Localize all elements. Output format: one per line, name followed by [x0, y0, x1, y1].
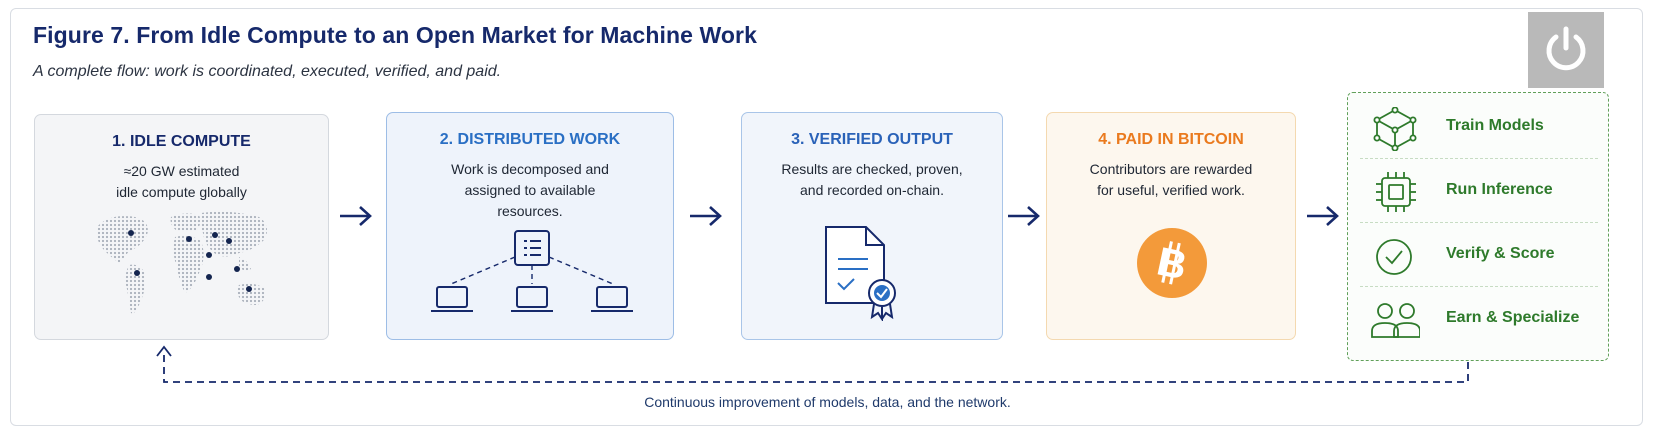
chip-icon: [1376, 172, 1416, 212]
stage-verified-output: 3. VERIFIED OUTPUT Results are checked, …: [741, 112, 1003, 340]
stage-line: ≈20 GW estimated: [123, 163, 240, 179]
flow-arrow-1: [340, 206, 372, 226]
stage-description: Results are checked, proven, and recorde…: [750, 159, 994, 201]
certified-document-icon: [825, 226, 896, 321]
cube-network-icon: [1373, 107, 1417, 151]
flow-arrow-4: [1307, 206, 1339, 226]
outcome-earn-specialize: Earn & Specialize: [1360, 287, 1598, 353]
stage-heading: 2. DISTRIBUTED WORK: [439, 131, 621, 148]
outcome-label: Verify & Score: [1446, 245, 1555, 262]
stage-line: idle compute globally: [116, 184, 247, 200]
divider: [1360, 286, 1598, 287]
outcomes-panel: Train Models Run Inference Verify & Scor…: [1347, 92, 1609, 361]
stage-distributed-work: 2. DISTRIBUTED WORK Work is decomposed a…: [386, 112, 674, 340]
divider: [1360, 222, 1598, 223]
feedback-caption: Continuous improvement of models, data, …: [644, 394, 1011, 410]
outcome-label: Earn & Specialize: [1446, 309, 1580, 326]
figure-title: Figure 7. From Idle Compute to an Open M…: [33, 22, 757, 48]
stage-heading: 4. PAID IN BITCOIN: [1098, 131, 1244, 148]
stage-line: for useful, verified work.: [1097, 182, 1245, 198]
flow-arrow-3: [1008, 206, 1040, 226]
bitcoin-icon: B: [1137, 228, 1207, 298]
check-circle-icon: [1376, 239, 1412, 275]
flow-arrow-2: [690, 206, 722, 226]
outcome-label: Train Models: [1446, 117, 1544, 134]
world-map-icon: [96, 211, 267, 314]
stage-line: and recorded on-chain.: [800, 182, 944, 198]
stage-line: Contributors are rewarded: [1089, 161, 1253, 177]
stage-heading: 3. VERIFIED OUTPUT: [791, 131, 953, 148]
outcome-train-models: Train Models: [1360, 95, 1598, 161]
stage-description: Work is decomposed and assigned to avail…: [395, 159, 665, 222]
figure-subtitle: A complete flow: work is coordinated, ex…: [33, 63, 502, 80]
stage-line: resources.: [497, 203, 563, 219]
outcome-verify-score: Verify & Score: [1360, 223, 1598, 289]
stage-heading: 1. IDLE COMPUTE: [112, 133, 251, 150]
power-icon: [1546, 26, 1586, 71]
stage-line: Work is decomposed and: [451, 161, 609, 177]
stage-idle-compute: 1. IDLE COMPUTE ≈20 GW estimated idle co…: [34, 114, 329, 340]
power-button[interactable]: [1528, 12, 1604, 88]
stage-paid-in-bitcoin: 4. PAID IN BITCOIN Contributors are rewa…: [1046, 112, 1296, 340]
stage-description: ≈20 GW estimated idle compute globally: [43, 161, 320, 203]
outcome-label: Run Inference: [1446, 181, 1553, 198]
stage-line: Results are checked, proven,: [781, 161, 963, 177]
people-icon: [1371, 303, 1420, 338]
divider: [1360, 158, 1598, 159]
task-distribution-icon: [431, 230, 633, 312]
stage-description: Contributors are rewarded for useful, ve…: [1055, 159, 1287, 201]
stage-line: assigned to available: [464, 182, 596, 198]
outcome-run-inference: Run Inference: [1360, 159, 1598, 225]
